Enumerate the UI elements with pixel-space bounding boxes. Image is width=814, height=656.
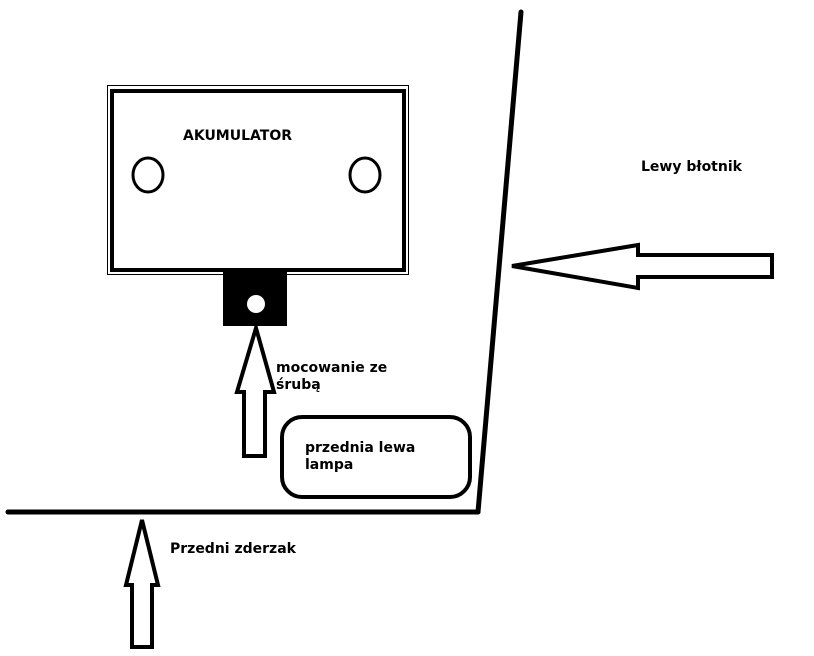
fender-label: Lewy błotnik — [641, 159, 742, 175]
battery-box — [107, 85, 409, 275]
battery-outer-frame — [107, 85, 409, 275]
lamp-label-line1: przednia lewa — [305, 440, 416, 456]
mount-label-line2: śrubą — [276, 377, 321, 393]
mount-block — [223, 272, 287, 326]
mount-screw — [247, 295, 265, 313]
battery-inner-frame — [110, 89, 406, 272]
lamp-label-line2: lampa — [305, 457, 354, 473]
mount-arrow — [234, 320, 277, 458]
mount-label-line1: mocowanie ze — [276, 360, 388, 376]
fender-arrow — [511, 242, 774, 291]
battery-terminal-right — [348, 156, 382, 194]
battery-label: AKUMULATOR — [183, 128, 293, 144]
battery-terminal-left — [131, 156, 165, 194]
bumper-label: Przedni zderzak — [170, 541, 296, 557]
bumper-arrow — [123, 519, 161, 649]
front-lamp-shape — [280, 415, 472, 499]
fender-line — [475, 9, 524, 515]
